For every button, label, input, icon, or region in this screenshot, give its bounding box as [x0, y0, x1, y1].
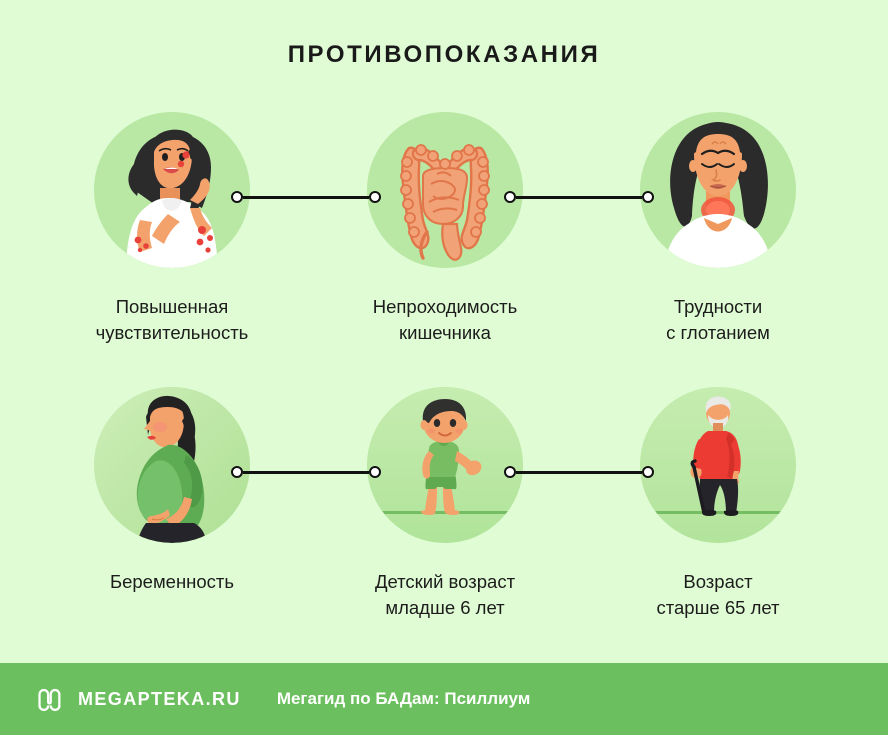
contraindication-label-1: Непроходимость кишечника — [372, 296, 518, 343]
intestines-icon — [367, 112, 523, 268]
connector-segment — [516, 470, 642, 474]
connector-node-left — [231, 466, 243, 478]
megapteka-m-logo-icon — [34, 684, 64, 714]
contraindications-row-1: Повышенная чувствительность — [0, 100, 888, 375]
icon-circle-4 — [367, 387, 523, 543]
icon-circle-5 — [640, 387, 796, 543]
contraindication-item-5: Возраст старше 65 лет — [578, 375, 858, 621]
contraindication-item-0: Повышенная чувствительность — [32, 100, 312, 346]
connector-segment — [243, 470, 369, 474]
contraindication-item-4: Детский возраст младше 6 лет — [305, 375, 585, 621]
connector-node-right — [369, 191, 381, 203]
icon-circle-1 — [367, 112, 523, 268]
connector-node-left — [504, 466, 516, 478]
contraindication-item-1: Непроходимость кишечника — [305, 100, 585, 346]
contraindication-label-3: Беременность — [109, 571, 235, 592]
connector-line-4-5 — [504, 465, 654, 479]
woman-with-rash-icon — [94, 112, 250, 268]
connector-node-right — [369, 466, 381, 478]
icon-circle-0 — [94, 112, 250, 268]
contraindication-label-5: Возраст старше 65 лет — [656, 571, 780, 618]
contraindications-row-2: Беременность — [0, 375, 888, 650]
connector-line-1-2 — [504, 190, 654, 204]
connector-node-right — [642, 466, 654, 478]
contraindication-item-2: Трудности с глотанием — [578, 100, 858, 346]
contraindications-grid: Повышенная чувствительность — [0, 100, 888, 650]
connector-node-right — [642, 191, 654, 203]
pregnant-woman-icon — [94, 387, 250, 543]
contraindication-label-0: Повышенная чувствительность — [95, 296, 249, 343]
footer-brand: MEGAPTEKA.RU — [78, 688, 241, 709]
elderly-man-with-cane-icon — [640, 387, 796, 543]
connector-line-3-4 — [231, 465, 381, 479]
connector-node-left — [231, 191, 243, 203]
contraindication-label-4: Детский возраст младше 6 лет — [374, 571, 516, 618]
contraindication-item-3: Беременность — [32, 375, 312, 595]
woman-sore-throat-icon — [640, 112, 796, 268]
footer-tagline: Мегагид по БАДам: Псиллиум — [276, 689, 531, 708]
footer-bar: MEGAPTEKA.RU Мегагид по БАДам: Псиллиум — [0, 663, 888, 735]
icon-circle-2 — [640, 112, 796, 268]
connector-node-left — [504, 191, 516, 203]
child-boy-icon — [367, 387, 523, 543]
connector-segment — [516, 195, 642, 199]
connector-line-0-1 — [231, 190, 381, 204]
icon-circle-3 — [94, 387, 250, 543]
contraindication-label-2: Трудности с глотанием — [666, 296, 770, 343]
connector-segment — [243, 195, 369, 199]
page-title: ПРОТИВОПОКАЗАНИЯ — [287, 41, 601, 68]
